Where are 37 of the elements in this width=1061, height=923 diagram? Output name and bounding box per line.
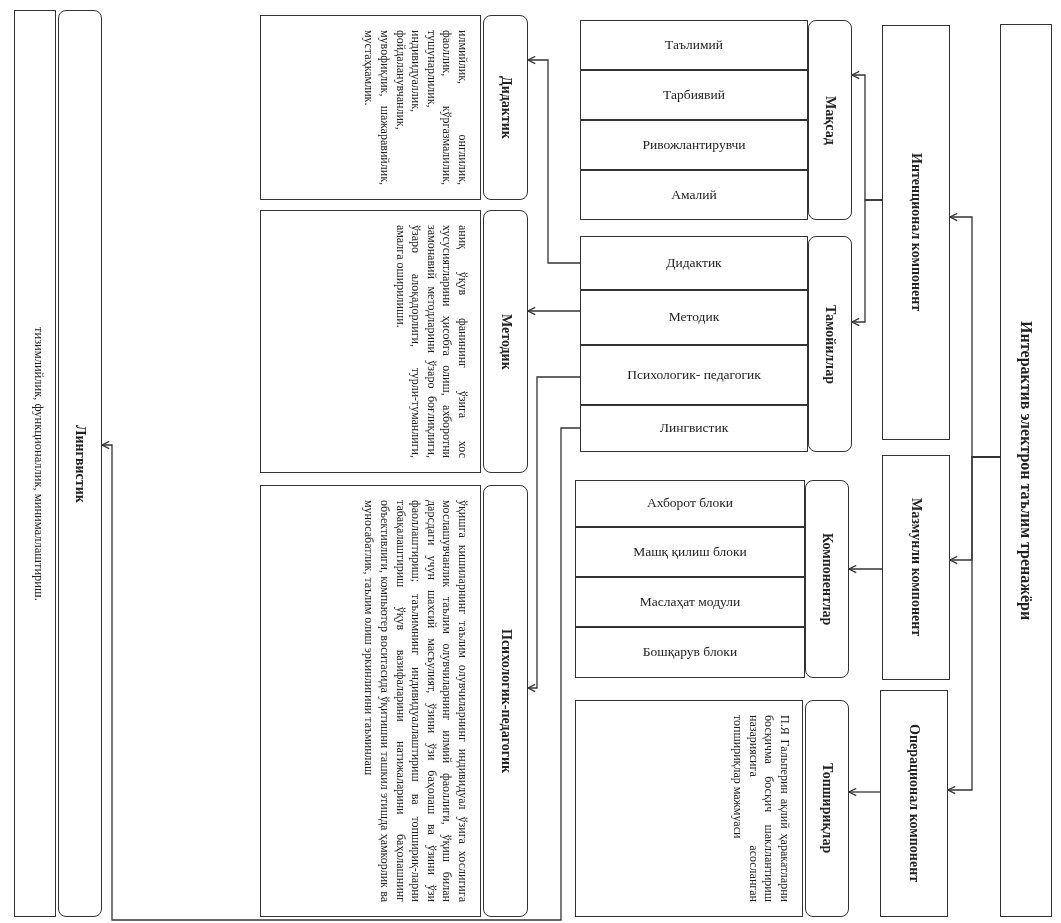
- list-item-box: Амалий: [580, 170, 808, 220]
- section-header: Лингвистик: [58, 10, 102, 917]
- list-item-box: Тарбиявий: [580, 70, 808, 120]
- list-item-box: Ривожлантирувчи: [580, 120, 808, 170]
- description-panel: тизимлийлик, функционаллик, минималлаштириш.: [14, 10, 56, 917]
- list-item-box: Лингвистик: [580, 405, 808, 452]
- section-header: Дидактик: [483, 15, 528, 200]
- list-item-box: Психологик- педагогик: [580, 345, 808, 405]
- group-header: Компонентлар: [805, 480, 849, 678]
- group-header: Мақсад: [808, 20, 852, 220]
- component-box: Мазмунли компонент: [882, 455, 950, 680]
- section-header: Топшириқлар: [805, 700, 849, 917]
- arrow: [851, 199, 883, 327]
- title-box: Интерактив электрон таълим тренажёри: [1000, 24, 1052, 917]
- list-item-box: Машқ қилиш блоки: [575, 527, 805, 577]
- description-panel: аниқ ўқув фанининг ўзига хос хусусиятларини ҳисобга олиш, ахборотни замонавий методларини ўзаро боғлиқлиги, ўзаро алоқадорлиги, турли-туманлиги, амалга оширилиши.: [260, 210, 481, 473]
- component-box: Интенционал компонент: [882, 25, 950, 440]
- list-item-box: Ахборот блоки: [575, 480, 805, 527]
- list-item-box: Методик: [580, 290, 808, 345]
- arrow: [947, 456, 1001, 795]
- section-header: Психологик-педагогик: [483, 485, 528, 917]
- group-header: Тамойиллар: [808, 236, 852, 452]
- component-box: Операционал компонент: [880, 690, 948, 917]
- list-item-box: Дидактик: [580, 236, 808, 290]
- section-header: Методик: [483, 210, 528, 473]
- list-item-box: Маслаҳат модули: [575, 577, 805, 627]
- list-item-box: Таълимий: [580, 20, 808, 70]
- description-panel: илмийлик, онглилик, фаоллик, кўргазмалилик, тушунарлилик, индивидуаллик, фойдаланувчанлик, мувофиқлик, шажаравийлик, мустаҳкамлик.: [260, 15, 481, 200]
- arrow: [527, 376, 581, 693]
- arrow: [848, 787, 881, 797]
- description-panel: ўқишга кишиларнинг таълим олувчиларнинг индивидуал ўзига хослигига мослашувчанлик таълим олувчиларнинг илмий фаоллиги, ўқиш билан дарсдаги учун шахсий масъулият, ўзини ўзи баҳолаш ва ўзини ўзи фаоллаштириш; таълимнинг индивидуаллаштириш ва топшириқ-ларни табақалаштириш ўқув вазифаларини натижаларини баҳолашнинг объективлиги, компьютер воситасида ўқитишни ташкил этишда ҳамкорлик ва муносабатлик, таълим олиш эркинлигини таъминлаш: [260, 485, 481, 917]
- arrow: [527, 306, 581, 316]
- list-item-box: Бошқарув блоки: [575, 627, 805, 678]
- arrow: [527, 55, 581, 264]
- description-panel: П.Я Гальперин ақлий ҳаракатларни босқичма босқич шакллантириш назариясига асосланган топшириқлар мажмуаси: [575, 700, 803, 917]
- arrow: [101, 427, 581, 921]
- arrow: [848, 564, 883, 574]
